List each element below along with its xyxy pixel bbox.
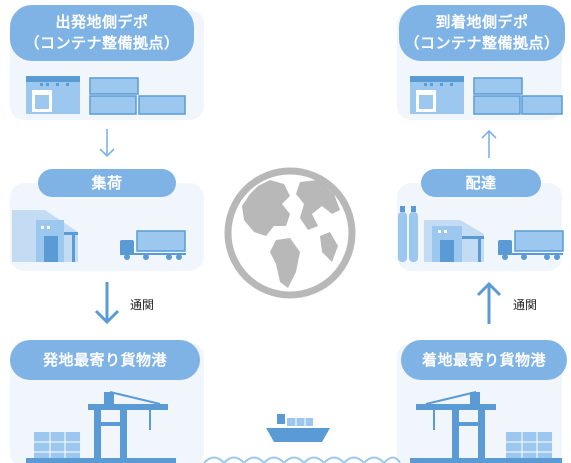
- arrow-up-icon: [481, 129, 497, 158]
- delivery-label: 配達: [421, 169, 541, 197]
- origin-port-title: 発地最寄り貨物港: [42, 351, 167, 369]
- ship-icon: [266, 414, 330, 442]
- customs-label-left: 通関: [130, 298, 155, 312]
- container-stack-icon: [89, 77, 186, 115]
- pickup-label: 集荷: [38, 169, 176, 197]
- quay-icon: [26, 458, 176, 463]
- warehouse-icon: [12, 210, 78, 262]
- warehouse-icon: [26, 76, 80, 114]
- warehouse-icon: [424, 220, 484, 262]
- tank-icon: [398, 206, 418, 262]
- dest-depot-label: 到着地側デポ （コンテナ整備拠点）: [399, 5, 565, 61]
- origin-depot-title: 出発地側デポ: [55, 13, 149, 31]
- globe-icon: [224, 167, 356, 299]
- dest-depot-subtitle: （コンテナ整備拠点）: [404, 34, 560, 52]
- container-stack-icon: [473, 77, 563, 115]
- delivery-title: 配達: [465, 174, 497, 192]
- dest-port-label: 着地最寄り貨物港: [401, 340, 567, 380]
- dest-port-title: 着地最寄り貨物港: [421, 351, 546, 369]
- dest-depot-title: 到着地側デポ: [435, 13, 529, 31]
- crane-icon: [88, 391, 168, 463]
- origin-depot-label: 出発地側デポ （コンテナ整備拠点）: [10, 5, 194, 61]
- quay-icon: [410, 458, 562, 463]
- wave-icon: [203, 456, 401, 463]
- truck-icon: [120, 230, 186, 260]
- origin-port-label: 発地最寄り貨物港: [10, 340, 200, 380]
- pickup-title: 集荷: [91, 174, 123, 192]
- arrow-down-icon: [99, 129, 115, 158]
- container-stack-icon: [506, 432, 552, 463]
- origin-depot-subtitle: （コンテナ整備拠点）: [24, 34, 180, 52]
- customs-label-right: 通関: [513, 298, 538, 312]
- crane-icon: [416, 391, 496, 463]
- truck-icon: [498, 230, 564, 260]
- customs-arrow-down-icon: [94, 282, 120, 325]
- customs-arrow-up-icon: [476, 281, 502, 324]
- warehouse-icon: [410, 76, 464, 114]
- container-stack-icon: [34, 432, 80, 463]
